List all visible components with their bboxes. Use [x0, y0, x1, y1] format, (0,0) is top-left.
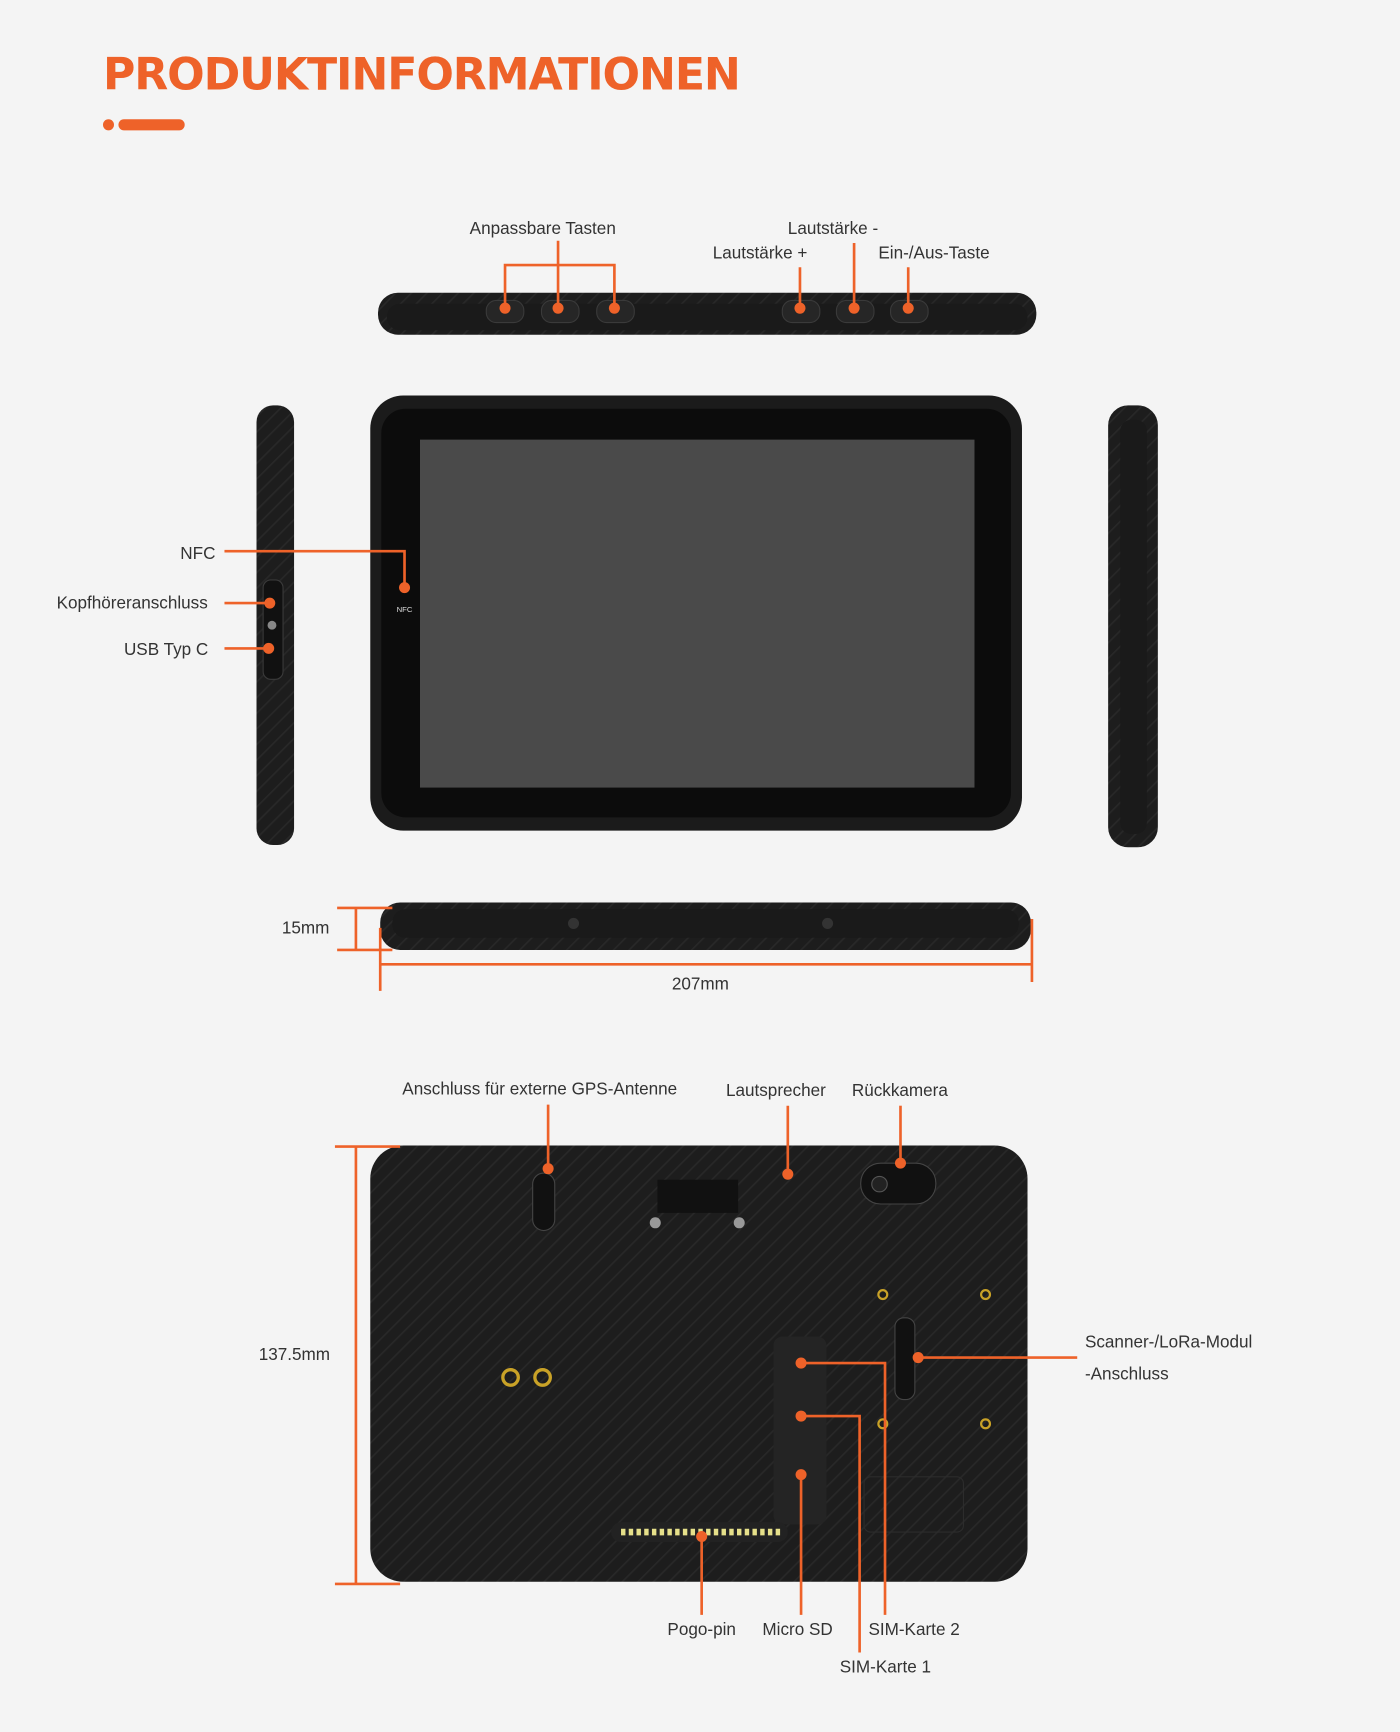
page-title: PRODUKTINFORMATIONEN [103, 49, 740, 100]
dimension-height-lines [334, 1145, 401, 1586]
dimension-thickness-lines [337, 906, 393, 952]
leader-volume-power [798, 243, 910, 309]
title-accent-dot [102, 119, 115, 131]
marker-scanner [912, 1352, 924, 1364]
marker-headphone [264, 597, 276, 609]
tablet-right-side [1108, 405, 1158, 848]
marker-sim1 [795, 1410, 807, 1422]
leader-nfc [224, 549, 406, 588]
leader-custom-keys [503, 240, 616, 309]
marker-custom-key-1 [499, 302, 511, 314]
marker-volume-plus [794, 302, 806, 314]
label-sim1: SIM-Karte 1 [840, 1657, 931, 1676]
label-power: Ein-/Aus-Taste [878, 243, 989, 262]
marker-custom-key-2 [552, 302, 564, 314]
marker-custom-key-3 [608, 302, 620, 314]
label-nfc: NFC [180, 544, 215, 563]
label-scanner-2: -Anschluss [1085, 1365, 1169, 1384]
tablet-back [370, 1145, 1028, 1582]
tablet-left-side [256, 405, 295, 846]
tablet-top-edge [378, 292, 1037, 335]
marker-rear-camera [894, 1157, 907, 1169]
label-gps: Anschluss für externe GPS-Antenne [402, 1080, 677, 1099]
marker-usb [263, 642, 275, 654]
marker-sim2 [795, 1357, 807, 1369]
dimension-width: 207mm [672, 975, 729, 994]
title-accent-bar [118, 119, 185, 131]
marker-gps [542, 1163, 554, 1175]
marker-nfc [398, 582, 411, 594]
label-microsd: Micro SD [762, 1620, 832, 1639]
tablet-screen [419, 439, 975, 788]
marker-volume-minus [848, 302, 860, 314]
label-scanner-1: Scanner-/LoRa-Modul [1085, 1333, 1252, 1352]
label-headphone: Kopfhöreranschluss [57, 594, 208, 613]
marker-microsd [795, 1469, 807, 1481]
nfc-mark: NFC [397, 605, 413, 614]
marker-pogo [696, 1530, 708, 1543]
label-pogo: Pogo-pin [667, 1620, 736, 1639]
tablet-bottom-edge [380, 902, 1031, 950]
dimension-height: 137.5mm [259, 1345, 330, 1364]
label-speaker: Lautsprecher [726, 1081, 826, 1100]
label-custom-keys: Anpassbare Tasten [470, 219, 616, 238]
marker-power [902, 302, 914, 314]
label-rear-camera: Rückkamera [852, 1081, 949, 1100]
dimension-width-lines [378, 919, 1034, 991]
leader-sim1 [801, 1414, 861, 1653]
dimension-thickness: 15mm [282, 918, 330, 937]
label-usb: USB Typ C [124, 640, 208, 659]
marker-speaker [782, 1168, 794, 1180]
label-volume-plus: Lautstärke + [713, 243, 808, 262]
label-sim2: SIM-Karte 2 [868, 1620, 959, 1639]
tablet-front: NFC [370, 395, 1022, 831]
label-volume-minus: Lautstärke - [788, 219, 878, 238]
leader-sim2 [801, 1361, 887, 1615]
